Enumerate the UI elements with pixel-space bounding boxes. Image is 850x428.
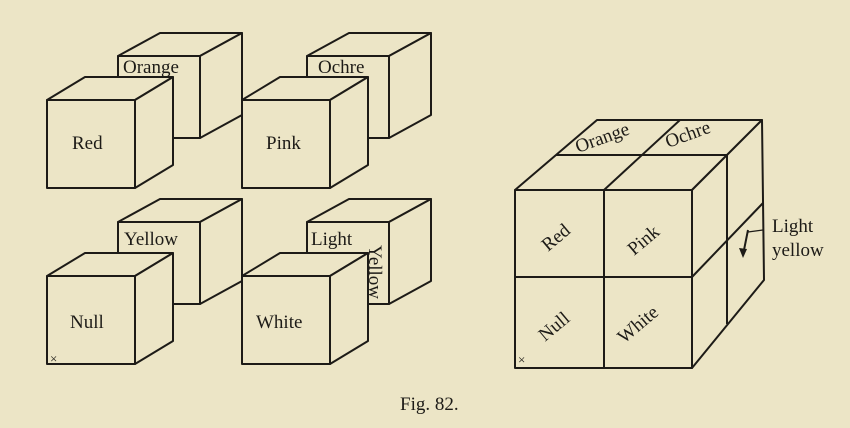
label-light: Light xyxy=(311,229,353,250)
label-red: Red xyxy=(72,133,103,154)
assembled-cube xyxy=(514,119,765,369)
cube-null xyxy=(46,252,174,365)
label-light-yellow-side: Yellow xyxy=(364,245,385,299)
origin-mark: × xyxy=(50,351,57,366)
label-orange: Orange xyxy=(123,57,179,78)
cube-origin-mark: × xyxy=(518,352,525,367)
label-null: Null xyxy=(70,312,104,333)
cube-label-light: Light xyxy=(772,216,814,237)
cube-label-yellow: yellow xyxy=(772,240,824,261)
cube-pink xyxy=(241,76,369,189)
cube-white xyxy=(241,252,369,365)
separate-cubes xyxy=(46,32,432,365)
label-pink: Pink xyxy=(266,133,301,154)
label-ochre: Ochre xyxy=(318,57,364,78)
label-white: White xyxy=(256,312,302,333)
figure-caption: Fig. 82. xyxy=(400,394,459,415)
label-yellow: Yellow xyxy=(124,229,178,250)
cube-red xyxy=(46,76,174,189)
